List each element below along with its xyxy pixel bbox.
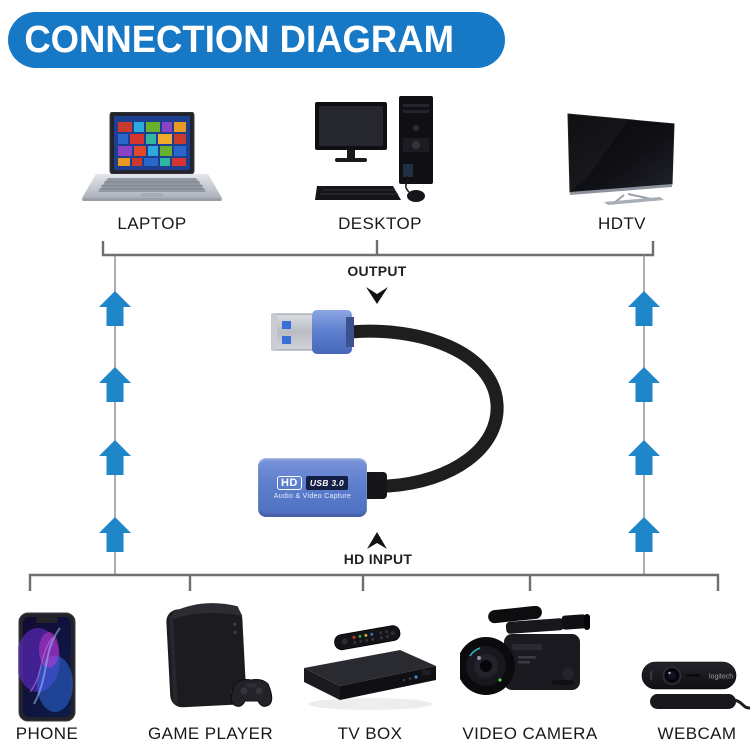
top-bracket <box>101 240 655 257</box>
webcam-label: WEBCAM <box>657 724 737 743</box>
output-arrow-icon <box>366 287 388 304</box>
gamepad-icon <box>230 679 273 707</box>
laptop-icon <box>82 112 222 201</box>
dongle-cable-stub <box>365 472 387 499</box>
dongle-caption: Audio & Video Capture <box>273 492 352 500</box>
hd-input-label: HD INPUT <box>343 551 413 567</box>
bottom-bracket <box>28 573 720 591</box>
phone-label: PHONE <box>15 724 79 743</box>
game-player-icon <box>166 603 273 708</box>
usb-plug-icon <box>271 310 354 354</box>
title-banner: CONNECTION DIAGRAM <box>8 12 505 68</box>
desktop-icon <box>315 96 433 202</box>
remote-icon <box>334 625 401 651</box>
hdtv-label: HDTV <box>598 214 646 233</box>
hdtv-icon <box>567 113 675 205</box>
video-camera-label: VIDEO CAMERA <box>462 724 598 743</box>
video-camera-icon <box>460 606 590 695</box>
hd-logo: HD <box>276 475 302 490</box>
capture-device: HD USB 3.0 Audio & Video Capture <box>258 458 367 517</box>
up-arrow-icons-right <box>628 291 660 552</box>
usb3-badge: USB 3.0 <box>305 475 349 490</box>
phone-icon <box>18 612 76 722</box>
up-arrow-icons-left <box>99 291 131 552</box>
output-label: OUTPUT <box>347 263 407 279</box>
webcam-icon: logitech <box>641 661 750 710</box>
webcam-brand-text: logitech <box>709 674 733 681</box>
game-player-label: GAME PLAYER <box>148 724 274 743</box>
page-title: CONNECTION DIAGRAM <box>24 18 454 61</box>
tv-box-icon <box>304 625 436 710</box>
hd-input-arrow-icon <box>367 532 387 549</box>
laptop-label: LAPTOP <box>117 214 187 233</box>
tv-box-label: TV BOX <box>337 724 403 743</box>
desktop-label: DESKTOP <box>338 214 422 233</box>
